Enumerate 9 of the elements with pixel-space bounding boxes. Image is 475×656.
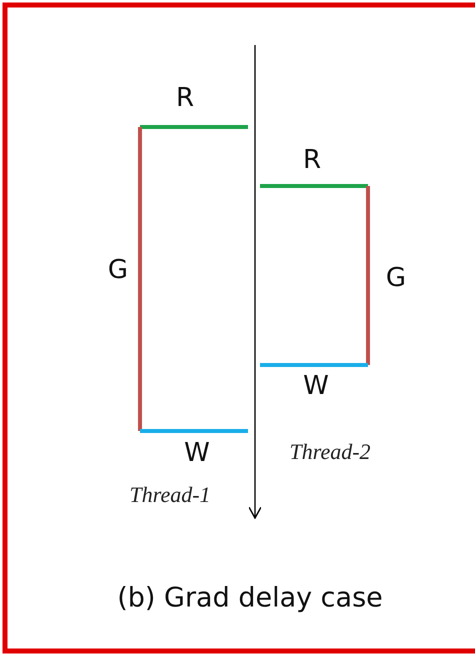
phase-label: R xyxy=(176,85,194,111)
phase-label: G xyxy=(108,257,128,283)
phase-label: W xyxy=(303,373,329,399)
thread-label: Thread-2 xyxy=(289,441,371,463)
phase-label: G xyxy=(386,265,406,291)
thread-label: Thread-1 xyxy=(129,484,211,506)
caption: (b) Grad delay case xyxy=(117,584,383,612)
phase-label: W xyxy=(184,440,210,466)
phase-label: R xyxy=(302,147,322,173)
